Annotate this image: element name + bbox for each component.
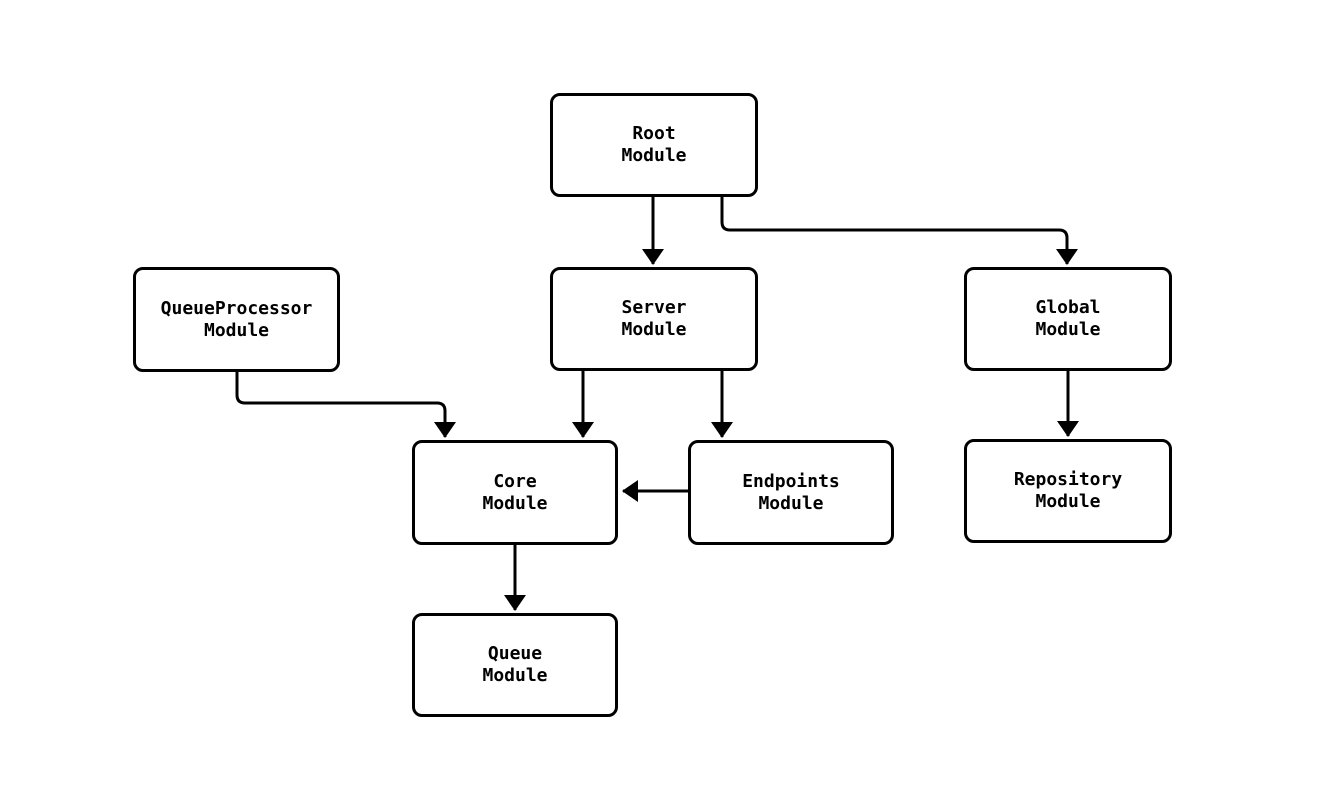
node-core-module-label: Core Module <box>482 470 548 514</box>
node-server-module-label: Server Module <box>621 297 687 340</box>
node-endpoints-module-label: Endpoints Module <box>742 470 840 514</box>
node-repository-module: Repository Module <box>964 439 1172 543</box>
node-repository-module-label: Repository Module <box>1013 469 1123 512</box>
node-server-module: Server Module <box>550 267 758 371</box>
edge-queueprocessor-to-core <box>235 372 456 438</box>
node-root-module-label: Root Module <box>621 123 687 166</box>
node-root-module: Root Module <box>550 93 758 197</box>
node-core-module: Core Module <box>412 440 618 545</box>
node-queueprocessor-module-label: QueueProcessor Module <box>160 297 313 341</box>
node-queue-module-label: Queue Module <box>482 643 548 686</box>
node-endpoints-module: Endpoints Module <box>688 440 894 545</box>
node-queue-module: Queue Module <box>412 613 618 717</box>
node-global-module: Global Module <box>964 267 1172 371</box>
node-global-module-label: Global Module <box>1035 297 1101 340</box>
edge-root-to-global <box>720 197 1078 265</box>
node-queueprocessor-module: QueueProcessor Module <box>133 267 340 372</box>
